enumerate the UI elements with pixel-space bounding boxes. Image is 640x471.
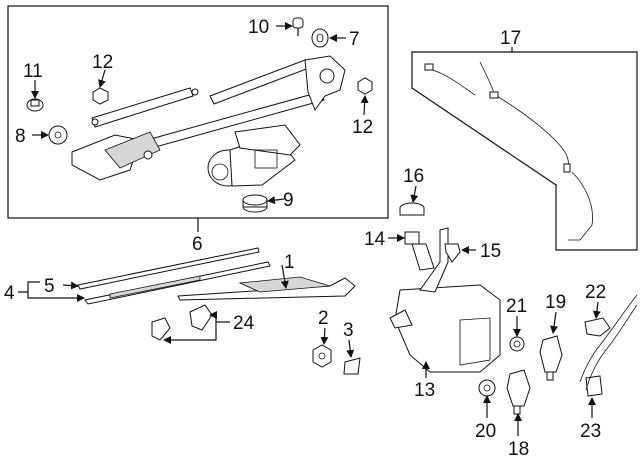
washer-hose-box [411, 51, 638, 251]
callout-21: 21 [506, 296, 527, 317]
clip-22 [584, 317, 611, 337]
callout-12-right: 12 [352, 117, 373, 138]
wiper-linkage-rods [71, 59, 325, 181]
nut-2 [312, 344, 332, 368]
callout-12-top: 12 [92, 52, 113, 73]
callout-17: 17 [500, 28, 521, 49]
cap-3 [343, 357, 361, 375]
wiper-motor [207, 124, 301, 187]
nut-12-left [92, 87, 109, 105]
bolt-11 [26, 98, 44, 112]
washer-pump-19 [539, 335, 563, 381]
wiper-blade [77, 247, 271, 305]
callout-11: 11 [23, 61, 43, 82]
callout-22: 22 [585, 282, 606, 303]
callout-4: 4 [4, 283, 15, 304]
bushing-7 [311, 28, 329, 48]
callout-10: 10 [248, 17, 269, 38]
grommet-21 [509, 336, 525, 352]
nut-12-right [357, 77, 373, 95]
grommet [242, 194, 268, 213]
bolt-10 [292, 17, 304, 36]
callout-13: 13 [414, 380, 435, 401]
callout-9: 9 [283, 190, 294, 211]
washer-hoses [424, 61, 593, 241]
callout-5: 5 [44, 276, 55, 297]
filler-neck [404, 231, 435, 271]
bushing-8 [48, 125, 68, 145]
clip-15 [444, 243, 461, 263]
callout-15: 15 [480, 241, 501, 262]
callout-18: 18 [508, 439, 529, 460]
callout-20: 20 [475, 421, 496, 442]
wiper-arm [177, 276, 356, 301]
callout-7: 7 [349, 29, 360, 50]
callout-24: 24 [233, 313, 255, 334]
callout-16: 16 [403, 166, 424, 187]
callout-8: 8 [15, 126, 26, 147]
wiper-nozzles [151, 304, 213, 341]
callout-23: 23 [580, 421, 601, 442]
hose-lines [579, 294, 638, 391]
callout-2: 2 [318, 308, 329, 329]
callout-3: 3 [343, 320, 354, 341]
callout-14: 14 [364, 229, 386, 250]
callout-6: 6 [192, 234, 203, 255]
right-pivot [304, 55, 346, 112]
bracket-23 [585, 375, 603, 397]
callout-1: 1 [284, 252, 295, 273]
washer-pump-18 [506, 369, 531, 415]
callout-19: 19 [545, 292, 566, 313]
grommet-20 [478, 379, 496, 397]
washer-reservoir [389, 227, 501, 373]
leader-lines [18, 22, 601, 436]
reservoir-cap [399, 202, 425, 216]
callout-labels: 1 2 3 4 5 6 7 8 9 10 11 12 12 13 14 15 1… [4, 17, 606, 460]
